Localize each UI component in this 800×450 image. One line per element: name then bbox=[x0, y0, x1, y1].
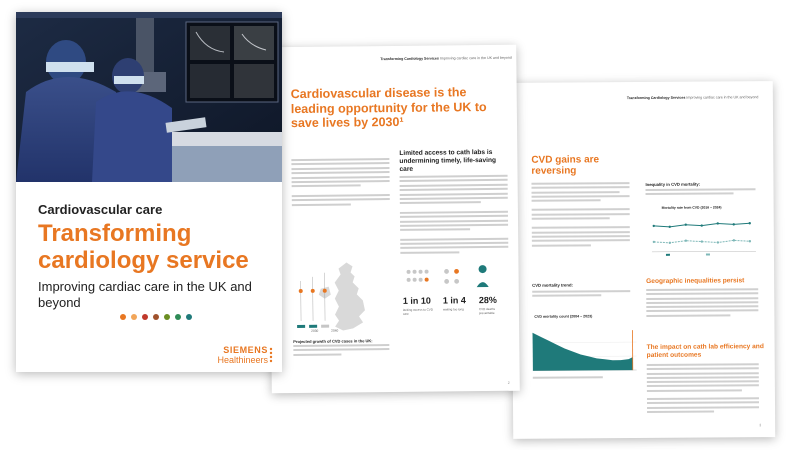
siemens-healthineers-logo: SIEMENS Healthineers bbox=[217, 345, 273, 365]
cover-page: Cardiovascular care Transforming cardiol… bbox=[16, 12, 282, 372]
map-year-2040: 2040 bbox=[331, 328, 339, 333]
cover-photo bbox=[16, 12, 282, 182]
map-year-2030: 2030 bbox=[311, 328, 319, 333]
stat-caption-2: waiting too long bbox=[442, 307, 464, 312]
page-two: Transforming Cardiology Services Improvi… bbox=[268, 44, 520, 394]
cath-lab-subhead: Limited access to cath labs is undermini… bbox=[399, 148, 497, 173]
decorative-dot bbox=[153, 314, 159, 320]
decorative-dot bbox=[175, 314, 181, 320]
cover-title-line-1: Transforming bbox=[38, 220, 192, 247]
decorative-dot bbox=[142, 314, 148, 320]
cover-title: Transforming cardiology service bbox=[38, 220, 249, 274]
inequality-text bbox=[645, 188, 756, 197]
cover-title-line-2: cardiology service bbox=[38, 247, 249, 274]
page-two-header-brand: Transforming Cardiology Services bbox=[380, 56, 439, 62]
impact-text bbox=[646, 363, 760, 415]
page-two-right-body bbox=[399, 174, 509, 256]
cath-lab-photo bbox=[16, 12, 282, 182]
geographic-inequalities-heading: Geographic inequalities persist bbox=[646, 277, 745, 285]
page-two-number: 2 bbox=[507, 380, 510, 385]
stat-one-in-ten: 1 in 10 bbox=[402, 295, 431, 306]
geographic-text bbox=[646, 288, 759, 319]
page-two-left-body bbox=[291, 158, 390, 208]
page-two-header: Transforming Cardiology Services Improvi… bbox=[380, 56, 511, 61]
trend-text bbox=[532, 290, 631, 299]
stat-caption-3: CVD deaths preventable bbox=[478, 306, 496, 315]
cvd-mortality-area-chart bbox=[532, 330, 637, 372]
decorative-dot bbox=[186, 314, 192, 320]
uk-map-illustration bbox=[297, 262, 365, 331]
decorative-dots bbox=[120, 314, 192, 320]
decorative-dot bbox=[164, 314, 170, 320]
inequality-title: Inequality in CVD mortality: bbox=[645, 181, 701, 187]
map-caption-text bbox=[293, 344, 390, 358]
decorative-dot bbox=[120, 314, 126, 320]
page-three-header: Transforming Cardiology Services Improvi… bbox=[627, 95, 758, 100]
page-three-left-body bbox=[531, 182, 630, 249]
logo-wordmark-healthineers: Healthineers bbox=[217, 355, 268, 365]
page-two-header-text: Improving cardiac care in the UK and bey… bbox=[439, 55, 512, 61]
people-icons bbox=[406, 265, 489, 288]
logo-dots-icon bbox=[269, 347, 273, 363]
page-three-number: 3 bbox=[759, 423, 762, 428]
cover-subtitle: Improving cardiac care in the UK and bey… bbox=[38, 279, 252, 310]
map-caption: Projected growth of CVD cases in the UK: bbox=[293, 338, 373, 345]
page-three: Transforming Cardiology Services Improvi… bbox=[510, 81, 776, 439]
chart2-source bbox=[532, 376, 603, 380]
decorative-dot bbox=[131, 314, 137, 320]
cvd-mortality-line-chart bbox=[651, 222, 756, 256]
cath-lab-impact-heading: The impact on cath lab efficiency and pa… bbox=[646, 343, 764, 359]
chart1-title: Mortality rate from CVD (2016 – 2024) bbox=[661, 205, 722, 210]
chart2-title: CVD mortality count (2004 – 2023) bbox=[534, 314, 593, 319]
cvd-gains-heading: CVD gains are reversing bbox=[531, 154, 600, 177]
logo-wordmark-siemens: SIEMENS bbox=[223, 345, 268, 355]
stat-28-percent: 28% bbox=[478, 294, 497, 306]
stat-caption-1: lacking access to CVD care bbox=[402, 307, 433, 316]
page-three-header-text: Improving cardiac care in the UK and bey… bbox=[686, 95, 759, 100]
cvd-headline: Cardiovascular disease is the leading op… bbox=[290, 85, 487, 131]
trend-title: CVD mortality trend: bbox=[532, 282, 573, 288]
stat-one-in-four: 1 in 4 bbox=[442, 295, 466, 306]
page-three-header-brand: Transforming Cardiology Services bbox=[626, 95, 686, 101]
cover-eyebrow: Cardiovascular care bbox=[38, 202, 163, 217]
